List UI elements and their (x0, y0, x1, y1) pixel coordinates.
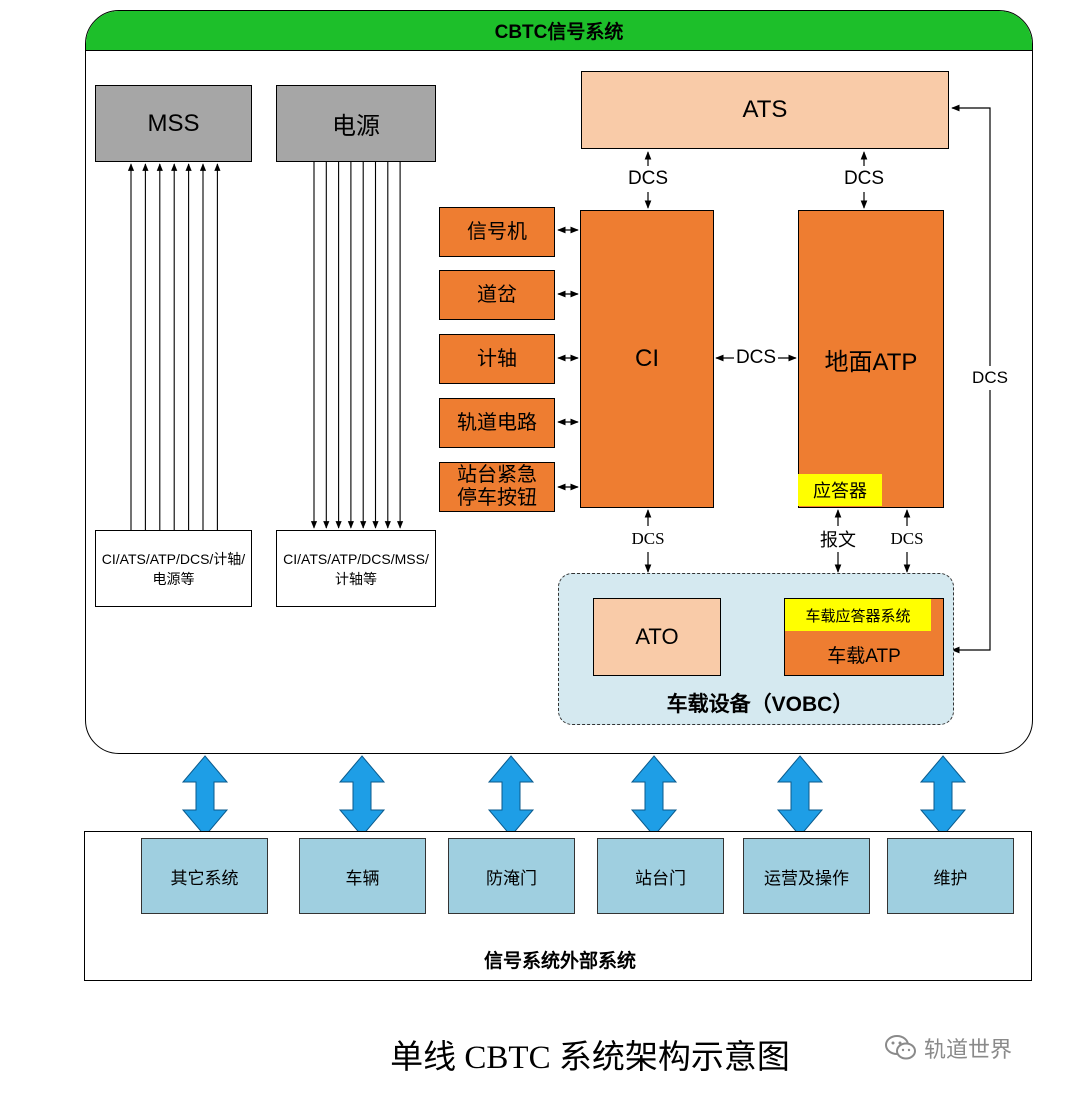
external-title-text: 信号系统外部系统 (483, 950, 636, 972)
track-circuit-label: 轨道电路 (457, 411, 537, 434)
dcs-atp-vobc-label: DCS (890, 529, 924, 548)
blue-double-arrow (487, 755, 535, 837)
balise-tag: 应答器 (798, 474, 882, 506)
external-interface-arrows (181, 755, 967, 837)
blue-double-arrow (181, 755, 229, 837)
ext-operations[interactable]: 运营及操作 (743, 838, 870, 914)
power-supply-lines (310, 162, 404, 529)
ext-platform-door-label: 站台门 (635, 868, 686, 888)
onboard-balise-tag: 车载应答器系统 (785, 599, 931, 631)
diagram-caption: 单线 CBTC 系统架构示意图 (330, 1028, 850, 1080)
axle-counter-box[interactable]: 计轴 (439, 334, 555, 384)
ci-label: CI (635, 345, 659, 372)
onboard-atp-label: 车载ATP (827, 645, 901, 667)
ext-flood-gate-label: 防淹门 (486, 868, 537, 888)
ground-atp-label: 地面ATP (824, 348, 918, 376)
emergency-stop-label: 站台紧急停车按钮 (457, 464, 537, 509)
telegram-label: 报文 (820, 530, 856, 550)
cbtc-system-frame: CBTC信号系统 (85, 10, 1033, 754)
track-circuit-box[interactable]: 轨道电路 (439, 398, 555, 448)
ext-maintenance[interactable]: 维护 (887, 838, 1014, 914)
ato-label: ATO (635, 624, 679, 649)
power-targets-text: CI/ATS/ATP/DCS/MSS/计轴等 (283, 550, 429, 587)
ext-flood-gate[interactable]: 防淹门 (448, 838, 575, 914)
switch-box[interactable]: 道岔 (439, 270, 555, 320)
onboard-atp-label-wrap: 车载ATP (785, 635, 943, 673)
ext-platform-door[interactable]: 站台门 (597, 838, 724, 914)
vobc-title-text: 车载设备（VOBC） (666, 693, 854, 716)
ext-vehicle[interactable]: 车辆 (299, 838, 426, 914)
blue-double-arrow (776, 755, 824, 837)
wechat-icon (885, 1035, 916, 1060)
blue-double-arrow (630, 755, 678, 837)
ext-other-systems[interactable]: 其它系统 (141, 838, 268, 914)
mss-sources-text: CI/ATS/ATP/DCS/计轴/电源等 (101, 550, 246, 587)
ground-atp-box[interactable]: 地面ATP (798, 210, 944, 508)
ext-other-systems-label: 其它系统 (170, 868, 239, 888)
dcs-ats-ci-label: DCS (627, 168, 669, 189)
axle-counter-label: 计轴 (477, 347, 517, 370)
emergency-stop-box[interactable]: 站台紧急停车按钮 (439, 462, 555, 512)
watermark-text: 轨道世界 (924, 1037, 1013, 1062)
dcs-ci-vobc-label: DCS (631, 529, 665, 548)
power-label: 电源 (332, 113, 380, 140)
watermark: 轨道世界 (884, 1030, 1070, 1066)
dcs-ats-vobc-label: DCS (966, 366, 1014, 390)
power-targets-box: CI/ATS/ATP/DCS/MSS/计轴等 (276, 530, 436, 607)
ext-maintenance-label: 维护 (933, 868, 968, 888)
signal-box[interactable]: 信号机 (439, 207, 555, 257)
ci-box[interactable]: CI (580, 210, 714, 508)
cbtc-header: CBTC信号系统 (86, 11, 1032, 51)
blue-double-arrow (919, 755, 967, 837)
ext-operations-label: 运营及操作 (764, 868, 849, 888)
mss-signal-lines (127, 163, 221, 530)
ato-box[interactable]: ATO (593, 598, 721, 676)
ats-vobc-link (951, 104, 991, 366)
ext-vehicle-label: 车辆 (345, 868, 380, 888)
cbtc-title: CBTC信号系统 (494, 22, 624, 43)
mss-box[interactable]: MSS (95, 85, 252, 162)
ats-box[interactable]: ATS (581, 71, 949, 149)
onboard-atp-box[interactable]: 车载应答器系统 车载ATP (784, 598, 944, 676)
signal-label: 信号机 (467, 220, 527, 243)
mss-label: MSS (147, 109, 200, 137)
external-title: 信号系统外部系统 (440, 944, 680, 974)
caption-text: 单线 CBTC 系统架构示意图 (390, 1040, 790, 1076)
switch-label: 道岔 (477, 283, 517, 306)
ats-vobc-link-lower (951, 390, 991, 654)
mss-sources-box: CI/ATS/ATP/DCS/计轴/电源等 (95, 530, 252, 607)
dcs-ci-atp-label: DCS (735, 347, 777, 368)
onboard-balise-label: 车载应答器系统 (805, 607, 911, 625)
vobc-title: 车载设备（VOBC） (600, 686, 920, 720)
balise-label: 应答器 (813, 481, 867, 501)
blue-double-arrow (338, 755, 386, 837)
ats-label: ATS (742, 96, 788, 123)
power-box[interactable]: 电源 (276, 85, 436, 162)
dcs-ats-atp-label: DCS (843, 168, 885, 189)
